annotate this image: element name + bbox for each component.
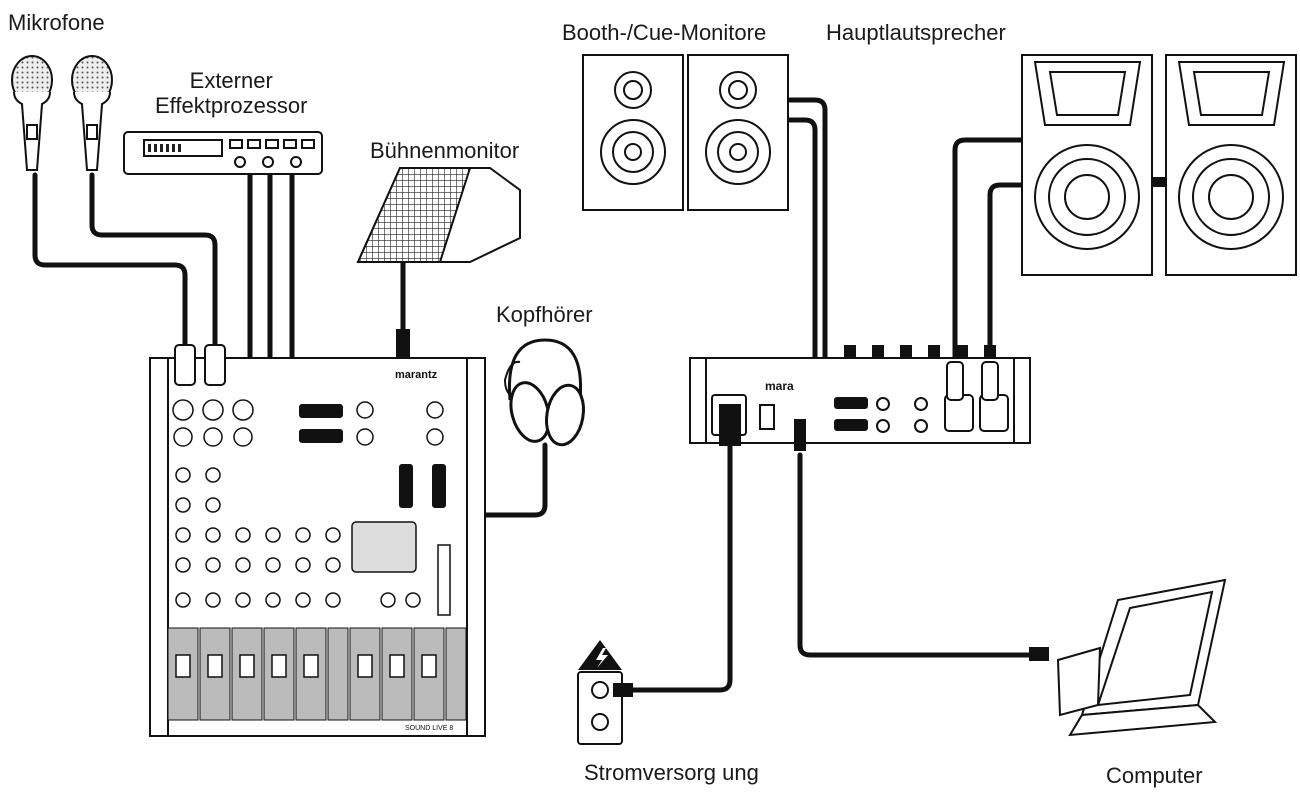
- knob-column-5: [295, 527, 311, 608]
- warning-icon: [578, 640, 622, 670]
- label-power: Stromversorg ung: [584, 760, 759, 785]
- label-effects-processor-line2: Effektprozessor: [155, 93, 308, 119]
- power-outlet-icon: [577, 671, 633, 745]
- knob-column-4: [265, 527, 281, 608]
- label-stage-monitor: Bühnenmonitor: [370, 138, 520, 163]
- studio-monitor-icon: [582, 54, 789, 211]
- headphones-cable: [442, 442, 548, 518]
- label-headphones: Kopfhörer: [496, 302, 593, 327]
- label-booth-monitors: Booth-/Cue-Monitore: [562, 20, 767, 45]
- mixer-icon: marantz SOUND LIVE 8: [149, 344, 486, 737]
- knob-column-6: [325, 527, 341, 608]
- label-microphones: Mikrofone: [8, 10, 105, 35]
- power-cable: [627, 442, 733, 693]
- label-effects-processor-line1: Externer: [189, 68, 273, 93]
- main-cable-1: [952, 137, 1025, 368]
- knob-column-1: [175, 467, 191, 608]
- mixer-model-text: SOUND LIVE 8: [405, 725, 453, 732]
- headphones-icon: [503, 338, 585, 447]
- rear-brand-text: mara: [765, 379, 794, 393]
- knob-column-2: [205, 467, 221, 608]
- fader-strips: [167, 627, 467, 721]
- microphone-icon: [11, 55, 113, 171]
- laptop-icon: [1029, 578, 1227, 737]
- usb-cable: [797, 452, 1033, 658]
- mixer-brand-text: marantz: [395, 369, 438, 381]
- knob-column-3: [235, 527, 251, 608]
- label-main-speakers: Hauptlautsprecher: [826, 20, 1006, 45]
- stage-monitor-icon: [356, 167, 521, 381]
- label-computer: Computer: [1106, 763, 1203, 788]
- label-effects-processor: Externer Effektprozessor: [155, 68, 307, 119]
- mixer-rear-panel: mara: [689, 345, 1031, 451]
- mic1-cable: [32, 172, 188, 363]
- effects-processor-icon: [123, 131, 323, 175]
- main-cable-2: [987, 182, 1025, 368]
- pa-speaker-icon: [1021, 54, 1297, 276]
- mic2-cable: [89, 172, 218, 363]
